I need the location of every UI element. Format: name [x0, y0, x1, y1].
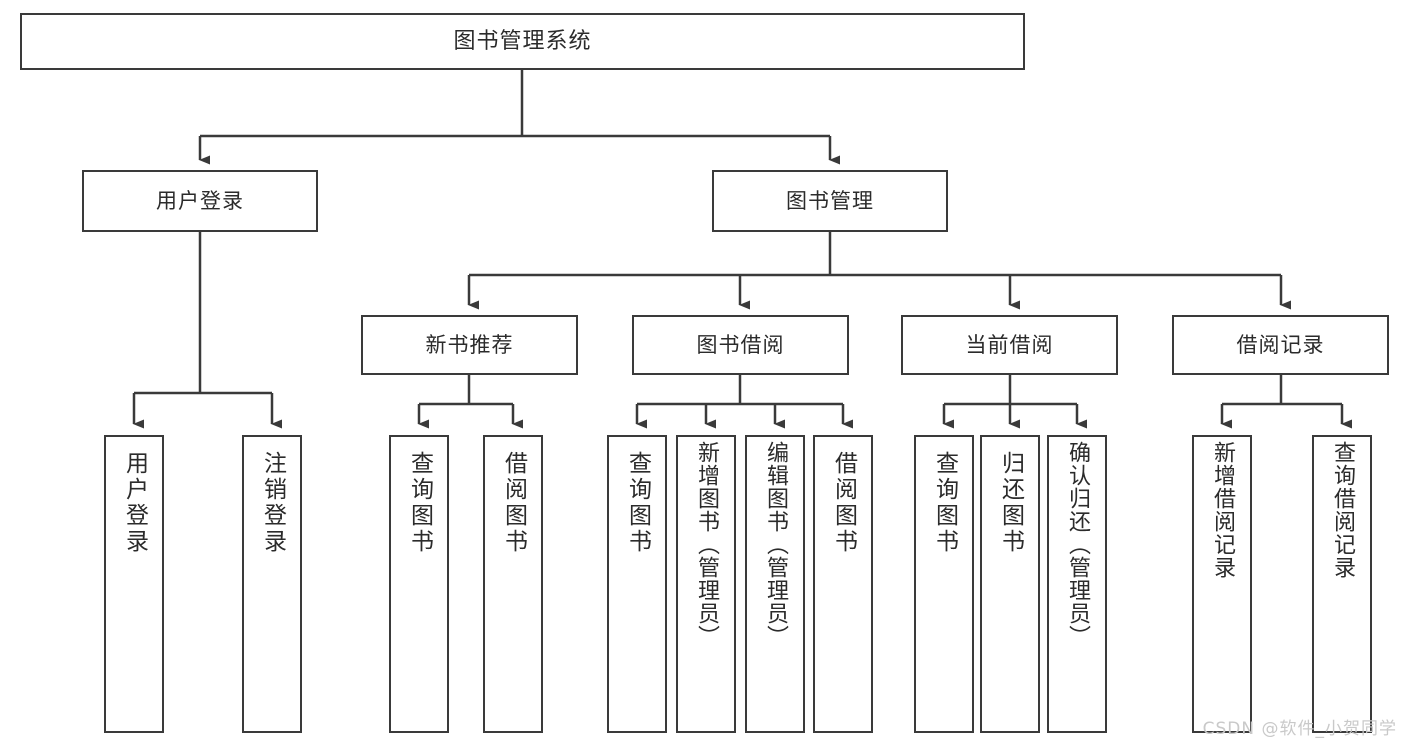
node-leaf-confirm-return-label: 确认归还（管理员） — [1065, 441, 1090, 648]
node-leaf-edit-book-label: 编辑图书（管理员） — [763, 441, 788, 648]
node-leaf-query-book-3[interactable]: 查询图书 — [914, 435, 974, 733]
node-leaf-borrow-book-2[interactable]: 借阅图书 — [813, 435, 873, 733]
node-leaf-return-book-label: 归还图书 — [997, 451, 1024, 555]
node-leaf-logout-label: 注销登录 — [259, 451, 286, 555]
node-user-login-label: 用户登录 — [156, 188, 244, 213]
node-leaf-query-book-2-label: 查询图书 — [624, 451, 651, 555]
node-leaf-query-book-1[interactable]: 查询图书 — [389, 435, 449, 733]
node-root[interactable]: 图书管理系统 — [20, 13, 1025, 70]
node-leaf-add-record-label: 新增借阅记录 — [1210, 441, 1235, 579]
node-leaf-query-book-3-label: 查询图书 — [931, 451, 958, 555]
node-leaf-add-record[interactable]: 新增借阅记录 — [1192, 435, 1252, 733]
node-leaf-user-login[interactable]: 用户登录 — [104, 435, 164, 733]
node-borrow-record[interactable]: 借阅记录 — [1172, 315, 1389, 375]
node-current-borrow[interactable]: 当前借阅 — [901, 315, 1118, 375]
node-leaf-edit-book[interactable]: 编辑图书（管理员） — [745, 435, 805, 733]
node-leaf-query-record[interactable]: 查询借阅记录 — [1312, 435, 1372, 733]
node-leaf-logout[interactable]: 注销登录 — [242, 435, 302, 733]
node-current-borrow-label: 当前借阅 — [965, 332, 1054, 357]
node-leaf-add-book[interactable]: 新增图书（管理员） — [676, 435, 736, 733]
node-leaf-add-book-label: 新增图书（管理员） — [694, 441, 719, 648]
node-leaf-query-book-2[interactable]: 查询图书 — [607, 435, 667, 733]
node-leaf-user-login-label: 用户登录 — [121, 451, 148, 555]
node-leaf-query-book-1-label: 查询图书 — [406, 451, 433, 555]
node-leaf-confirm-return[interactable]: 确认归还（管理员） — [1047, 435, 1107, 733]
node-leaf-borrow-book-1[interactable]: 借阅图书 — [483, 435, 543, 733]
node-leaf-return-book[interactable]: 归还图书 — [980, 435, 1040, 733]
node-user-login[interactable]: 用户登录 — [82, 170, 318, 232]
node-borrow-record-label: 借阅记录 — [1236, 332, 1325, 357]
node-new-book-rec[interactable]: 新书推荐 — [361, 315, 578, 375]
node-book-manage-label: 图书管理 — [786, 188, 874, 213]
node-book-borrow-label: 图书借阅 — [696, 332, 785, 357]
node-leaf-borrow-book-1-label: 借阅图书 — [500, 451, 527, 555]
node-leaf-query-record-label: 查询借阅记录 — [1330, 441, 1355, 579]
watermark-text: CSDN @软件_小贺同学 — [1202, 719, 1397, 739]
node-book-manage[interactable]: 图书管理 — [712, 170, 948, 232]
node-root-label: 图书管理系统 — [453, 28, 592, 54]
node-book-borrow[interactable]: 图书借阅 — [632, 315, 849, 375]
node-new-book-rec-label: 新书推荐 — [425, 332, 514, 357]
node-leaf-borrow-book-2-label: 借阅图书 — [830, 451, 857, 555]
